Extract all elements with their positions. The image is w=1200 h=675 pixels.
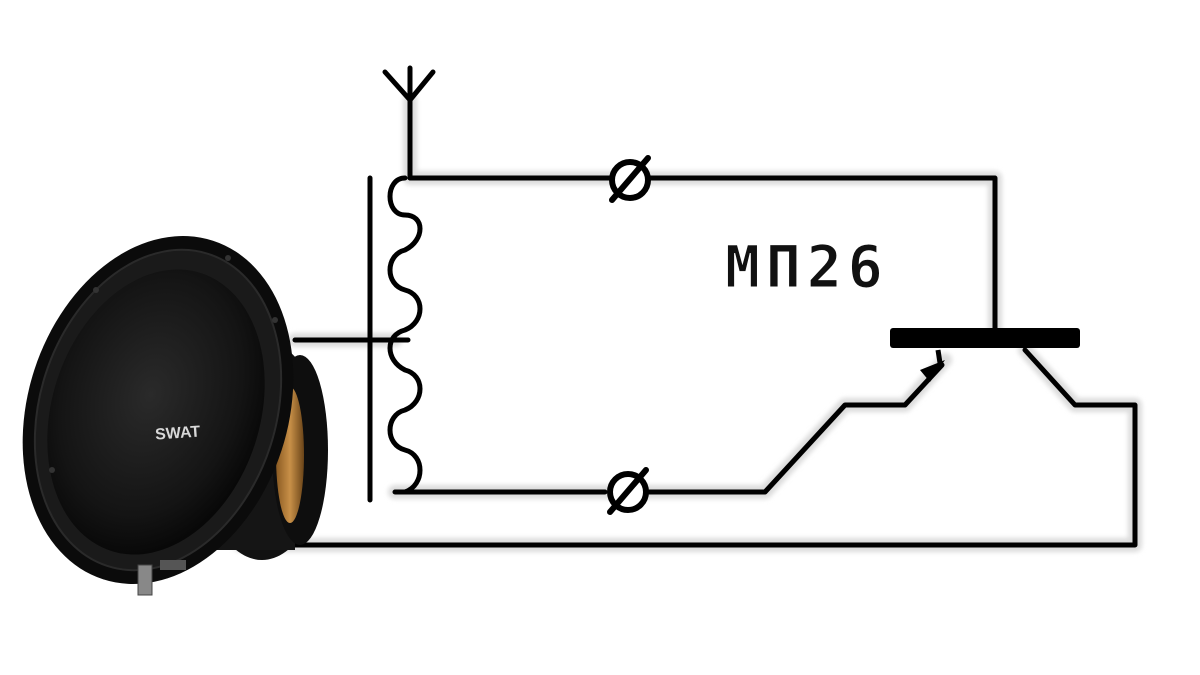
antenna-symbol <box>382 65 436 181</box>
transistor-label: МП26 <box>725 233 889 301</box>
loudspeaker-icon: SWAT <box>22 236 328 596</box>
transistor-icon <box>890 328 1080 382</box>
wire-bottom <box>392 362 945 495</box>
wire-collector-return <box>237 347 1138 548</box>
capacitor-top-icon <box>609 155 651 203</box>
coil-icon <box>387 175 423 495</box>
capacitor-bottom-icon <box>607 467 649 515</box>
wire-halo <box>233 93 1142 552</box>
wire-top <box>407 175 998 336</box>
circuit-wires <box>237 65 1138 548</box>
speaker-brand: SWAT <box>155 423 201 443</box>
